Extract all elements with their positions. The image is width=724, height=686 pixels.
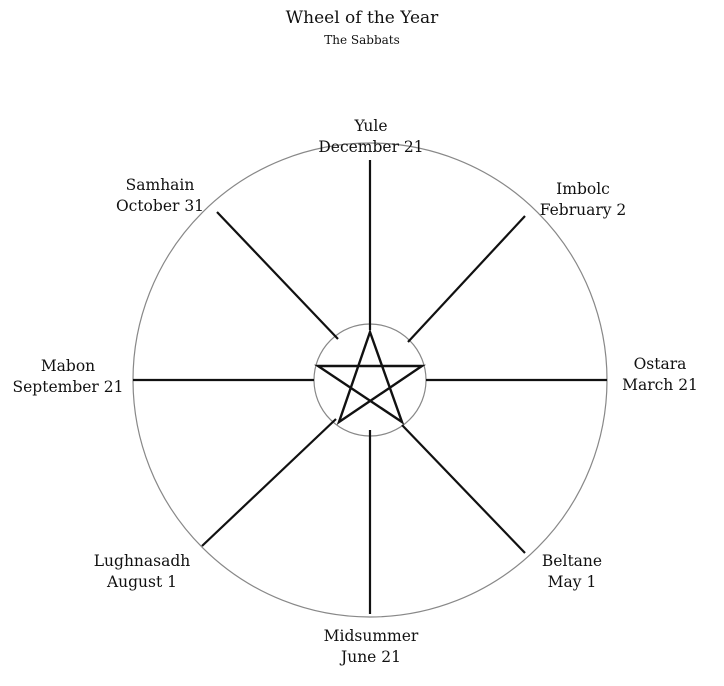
sabbat-label-imbolc: Imbolc February 2 [540,179,627,221]
sabbat-label-mabon: Mabon September 21 [13,356,124,398]
sabbat-name: Beltane [541,552,603,570]
spoke-beltane [401,424,526,554]
sabbat-date: May 1 [547,573,597,591]
page-title: Wheel of the Year [285,8,439,28]
sabbat-label-beltane: Beltane May 1 [542,551,602,593]
sabbat-label-ostara: Ostara March 21 [622,354,698,396]
sabbat-date: March 21 [622,376,698,394]
sabbat-name: Midsummer [323,627,419,645]
sabbat-label-yule: Yule December 21 [318,116,423,158]
sabbat-name: Yule [354,117,388,135]
sabbat-name: Lughnasadh [93,552,191,570]
sabbat-date: February 2 [539,201,627,219]
page-subtitle: The Sabbats [324,33,400,47]
sabbat-name: Ostara [633,355,687,373]
pentagram-icon [314,328,426,426]
sabbat-name: Imbolc [556,180,610,198]
spoke-lughnasadh [201,418,337,547]
sabbat-date: December 21 [318,138,424,156]
sabbat-date: September 21 [12,378,124,396]
sabbat-date: August 1 [106,573,178,591]
sabbat-name: Samhain [125,176,195,194]
spoke-samhain [216,211,339,340]
sabbat-label-midsummer: Midsummer June 21 [324,626,419,668]
spoke-imbolc [407,215,526,343]
sabbat-label-lughnasadh: Lughnasadh August 1 [94,551,191,593]
sabbat-date: October 31 [115,197,205,215]
sabbat-label-samhain: Samhain October 31 [116,175,204,217]
sabbat-name: Mabon [40,357,96,375]
sabbat-date: June 21 [340,648,402,666]
